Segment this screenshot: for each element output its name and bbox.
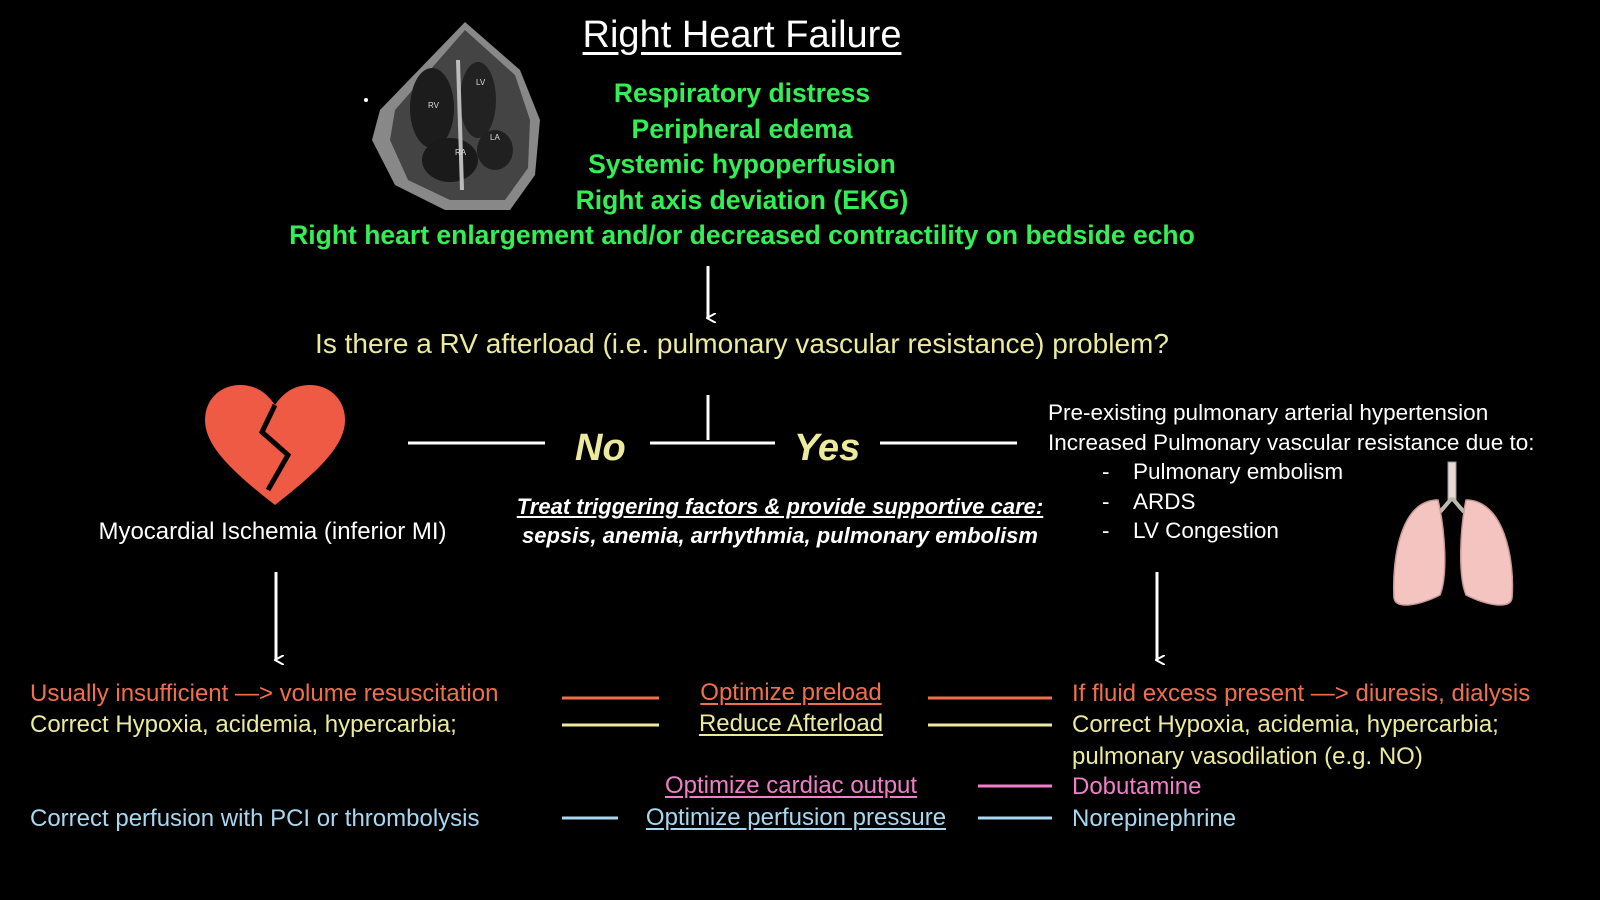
list-item: LV Congestion	[1048, 516, 1535, 546]
cardiac-output-right: Dobutamine	[1072, 773, 1202, 800]
echo-image: RV LV RA LA	[364, 22, 540, 210]
afterload-left: Correct Hypoxia, acidemia, hypercarbia;	[30, 711, 457, 738]
yes-cause-line: Pre-existing pulmonary arterial hyperten…	[1048, 400, 1489, 425]
preload-left: Usually insufficient —> volume resuscita…	[30, 680, 499, 707]
symptom-item: Right axis deviation (EKG)	[575, 184, 909, 215]
reduce-afterload-link[interactable]: Reduce Afterload	[698, 710, 884, 737]
symptoms-list: Respiratory distress Peripheral edema Sy…	[0, 76, 1484, 254]
symptom-item: Peripheral edema	[631, 113, 853, 144]
optimize-perfusion-link[interactable]: Optimize perfusion pressure	[645, 804, 947, 831]
afterload-question: Is there a RV afterload (i.e. pulmonary …	[315, 328, 1169, 359]
branch-no: No	[575, 427, 626, 469]
symptom-item: Right heart enlargement and/or decreased…	[289, 220, 1195, 250]
supportive-care: Treat triggering factors & provide suppo…	[460, 492, 1100, 550]
echo-label-la: LA	[490, 133, 500, 142]
no-cause: Myocardial Ischemia (inferior MI)	[98, 518, 447, 545]
perfusion-right: Norepinephrine	[1072, 805, 1237, 832]
supportive-care-items: sepsis, anemia, arrhythmia, pulmonary em…	[522, 523, 1038, 548]
echo-label-ra: RA	[455, 148, 467, 157]
yes-cause-list: Pulmonary embolism ARDS LV Congestion	[1048, 457, 1535, 546]
symptom-item: Respiratory distress	[613, 78, 871, 108]
perfusion-left: Correct perfusion with PCI or thrombolys…	[30, 805, 480, 832]
page-title: Right Heart Failure	[582, 14, 902, 56]
yes-cause-line: Increased Pulmonary vascular resistance …	[1048, 429, 1535, 455]
echo-label-rv: RV	[428, 101, 440, 110]
echo-label-lv: LV	[476, 78, 486, 87]
optimize-preload-link[interactable]: Optimize preload	[700, 679, 882, 706]
preload-right: If fluid excess present —> diuresis, dia…	[1072, 680, 1531, 707]
symptom-item: Systemic hypoperfusion	[588, 149, 896, 179]
yes-causes: Pre-existing pulmonary arterial hyperten…	[1048, 398, 1535, 546]
list-item: ARDS	[1048, 487, 1535, 517]
broken-heart-icon	[205, 385, 345, 505]
afterload-right: Correct Hypoxia, acidemia, hypercarbia;	[1072, 711, 1499, 738]
optimize-cardiac-output-link[interactable]: Optimize cardiac output	[664, 772, 918, 799]
supportive-care-header: Treat triggering factors & provide suppo…	[516, 494, 1044, 519]
list-item: Pulmonary embolism	[1048, 457, 1535, 487]
branch-yes: Yes	[794, 427, 861, 469]
afterload-right-2: pulmonary vasodilation (e.g. NO)	[1072, 743, 1423, 770]
